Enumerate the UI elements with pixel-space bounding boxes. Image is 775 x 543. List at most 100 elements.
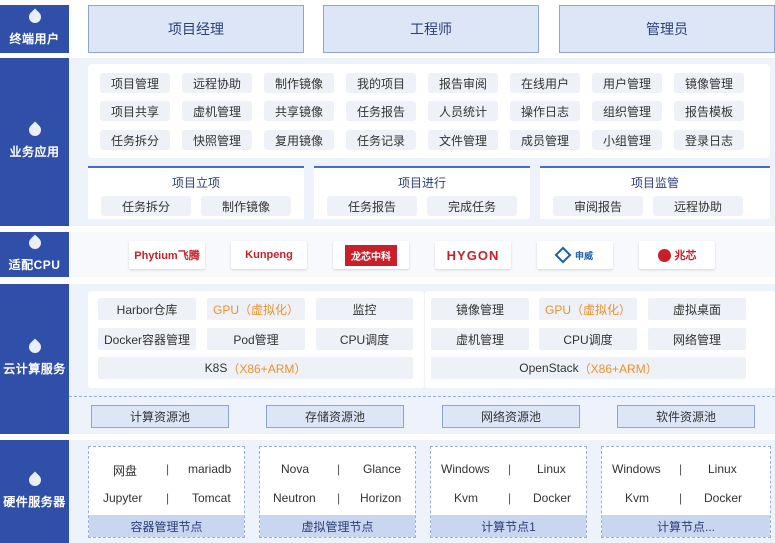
openstack-base-bar[interactable]: OpenStack（X86+ARM） bbox=[431, 357, 746, 379]
stage-title: 项目监管 bbox=[630, 176, 679, 190]
node-footer: 计算节点1 bbox=[431, 515, 586, 537]
node-software: Tomcat bbox=[192, 491, 231, 505]
stage-panel: 项目立项 任务拆分 制作镜像 bbox=[88, 166, 304, 219]
stage-title: 项目立项 bbox=[171, 176, 220, 190]
function-button[interactable]: 复用镜像 bbox=[264, 130, 334, 150]
function-button[interactable]: 报告模板 bbox=[674, 101, 744, 121]
function-button[interactable]: 虚机管理 bbox=[182, 101, 252, 121]
dashed-divider bbox=[69, 396, 775, 397]
node-footer: 虚拟管理节点 bbox=[260, 515, 415, 537]
function-button[interactable]: 我的项目 bbox=[346, 73, 416, 93]
user-role-box[interactable]: 工程师 bbox=[323, 5, 539, 53]
function-button[interactable]: 在线用户 bbox=[510, 73, 580, 93]
resource-pool-button[interactable]: 网络资源池 bbox=[442, 405, 580, 428]
resource-pool-button[interactable]: 计算资源池 bbox=[91, 405, 229, 428]
node-software: Glance bbox=[363, 462, 402, 476]
node-software: Jupyter bbox=[103, 491, 143, 505]
sidebar-cloud-services: 云计算服务 bbox=[0, 284, 69, 434]
stage-button[interactable]: 远程协助 bbox=[653, 196, 743, 216]
user-role-box[interactable]: 管理员 bbox=[559, 5, 775, 53]
stage-button[interactable]: 审阅报告 bbox=[553, 196, 643, 216]
sunway-text: 申威 bbox=[574, 250, 593, 261]
user-role-box[interactable]: 项目经理 bbox=[88, 5, 304, 53]
stage-button[interactable]: 制作镜像 bbox=[201, 196, 291, 216]
cloud-service-button[interactable]: CPU调度 bbox=[539, 328, 637, 350]
k8s-arch-label: （X86+ARM） bbox=[227, 361, 307, 376]
function-button[interactable]: 快照管理 bbox=[182, 130, 252, 150]
zhaoxin-emblem-icon bbox=[657, 248, 671, 262]
node-footer: 计算节点... bbox=[602, 515, 770, 537]
drop-icon bbox=[26, 338, 43, 356]
function-button[interactable]: 用户管理 bbox=[592, 73, 662, 93]
openstack-label: OpenStack bbox=[519, 361, 579, 375]
function-button[interactable]: 报告审阅 bbox=[428, 73, 498, 93]
resource-pool-button[interactable]: 软件资源池 bbox=[617, 405, 755, 428]
drop-icon bbox=[26, 8, 43, 26]
stage-button[interactable]: 任务拆分 bbox=[101, 196, 191, 216]
k8s-base-bar[interactable]: K8S（X86+ARM） bbox=[98, 357, 413, 379]
hardware-node[interactable]: Nova | Glance Neutron | Horizon 虚拟管理节点 bbox=[259, 446, 416, 538]
function-button[interactable]: 任务记录 bbox=[346, 130, 416, 150]
function-button[interactable]: 任务拆分 bbox=[100, 130, 170, 150]
stage-button[interactable]: 完成任务 bbox=[427, 196, 517, 216]
cloud-service-button[interactable]: Harbor仓库 bbox=[98, 298, 196, 320]
node-software: Docker bbox=[533, 491, 572, 505]
cloud-service-button[interactable]: 网络管理 bbox=[648, 328, 746, 350]
node-software: Linux bbox=[537, 462, 566, 476]
separator: | bbox=[337, 462, 341, 476]
sunway-emblem-icon bbox=[554, 246, 572, 264]
drop-icon bbox=[26, 234, 43, 251]
function-button[interactable]: 人员统计 bbox=[428, 101, 498, 121]
cloud-service-button[interactable]: 虚机管理 bbox=[431, 328, 529, 350]
function-button[interactable]: 项目管理 bbox=[100, 73, 170, 93]
function-button[interactable]: 组织管理 bbox=[592, 101, 662, 121]
cloud-service-button[interactable]: GPU（虚拟化） bbox=[207, 298, 305, 320]
function-button[interactable]: 镜像管理 bbox=[674, 73, 744, 93]
hardware-node[interactable]: 网盘 | mariadb Jupyter | Tomcat 容器管理节点 bbox=[88, 446, 245, 538]
function-button[interactable]: 操作日志 bbox=[510, 101, 580, 121]
function-button[interactable]: 任务报告 bbox=[346, 101, 416, 121]
separator: | bbox=[679, 462, 683, 476]
function-button[interactable]: 共享镜像 bbox=[264, 101, 334, 121]
node-software: 网盘 bbox=[113, 464, 138, 478]
sidebar-end-users: 终端用户 bbox=[0, 5, 69, 53]
layer-label: 云计算服务 bbox=[3, 362, 66, 376]
resource-pool-button[interactable]: 存储资源池 bbox=[266, 405, 404, 428]
separator: | bbox=[337, 491, 341, 505]
cloud-service-button[interactable]: 镜像管理 bbox=[431, 298, 529, 320]
cloud-service-button[interactable]: CPU调度 bbox=[316, 328, 413, 350]
loongson-badge: 龙芯中科 bbox=[345, 244, 397, 266]
cpu-logo-kunpeng: Kunpeng bbox=[231, 241, 307, 269]
hardware-node[interactable]: Windows | Linux Kvm | Docker 计算节点1 bbox=[430, 446, 587, 538]
node-software: Docker bbox=[704, 491, 743, 505]
cloud-service-button[interactable]: Docker容器管理 bbox=[98, 328, 196, 350]
node-footer: 容器管理节点 bbox=[89, 515, 244, 537]
function-button[interactable]: 远程协助 bbox=[182, 73, 252, 93]
node-software: Windows bbox=[441, 462, 490, 476]
hardware-node[interactable]: Windows | Linux Kvm | Docker 计算节点... bbox=[601, 446, 771, 538]
function-button[interactable]: 登录日志 bbox=[674, 130, 744, 150]
sidebar-business-apps: 业务应用 bbox=[0, 58, 69, 226]
function-button[interactable]: 项目共享 bbox=[100, 101, 170, 121]
node-software: Horizon bbox=[360, 491, 402, 505]
function-button[interactable]: 成员管理 bbox=[510, 130, 580, 150]
separator: | bbox=[508, 491, 512, 505]
cloud-service-button[interactable]: 虚拟桌面 bbox=[648, 298, 746, 320]
function-button[interactable]: 文件管理 bbox=[428, 130, 498, 150]
sidebar-hardware-servers: 硬件服务器 bbox=[0, 440, 69, 543]
separator: | bbox=[508, 462, 512, 476]
node-software: Kvm bbox=[625, 491, 649, 505]
drop-icon bbox=[26, 471, 43, 488]
cloud-service-button[interactable]: GPU（虚拟化） bbox=[539, 298, 637, 320]
function-button[interactable]: 制作镜像 bbox=[264, 73, 334, 93]
function-panel: 项目管理 远程协助 制作镜像 我的项目 报告审阅 在线用户 用户管理 镜像管理 … bbox=[88, 64, 770, 158]
function-button[interactable]: 小组管理 bbox=[592, 130, 662, 150]
cloud-service-button[interactable]: Pod管理 bbox=[207, 328, 305, 350]
cloud-service-button[interactable]: 监控 bbox=[316, 298, 413, 320]
stage-button[interactable]: 任务报告 bbox=[327, 196, 417, 216]
openstack-arch-label: （X86+ARM） bbox=[578, 361, 658, 376]
node-software: mariadb bbox=[188, 462, 232, 476]
separator: | bbox=[166, 462, 170, 476]
layer-label: 硬件服务器 bbox=[3, 494, 66, 509]
node-software: Neutron bbox=[273, 491, 316, 505]
